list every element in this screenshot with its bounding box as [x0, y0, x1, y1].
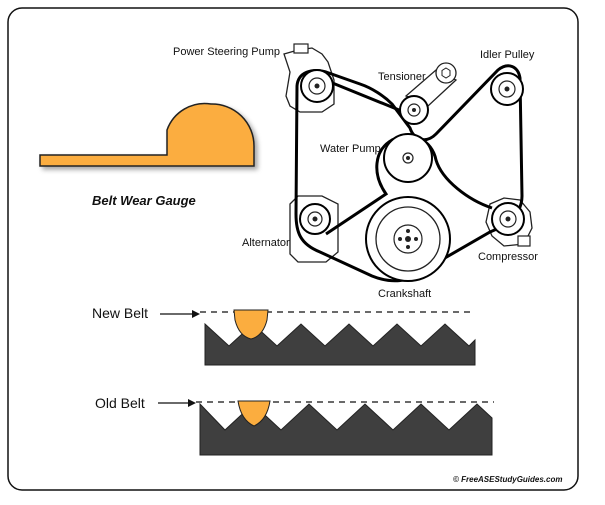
compressor-pulley: [491, 202, 525, 236]
label-idler-pulley: Idler Pulley: [480, 49, 535, 61]
copyright-text: © FreeASEStudyGuides.com: [453, 475, 562, 484]
old-belt-section: Old Belt: [95, 395, 494, 456]
label-tensioner: Tensioner: [378, 71, 426, 83]
label-alternator: Alternator: [242, 237, 290, 249]
belt-wear-gauge: [39, 102, 255, 167]
water-pump-pulley: [383, 133, 433, 183]
tensioner-bolt-icon: [441, 67, 451, 79]
serpentine-belt-outer: [294, 64, 524, 283]
gauge-label: Belt Wear Gauge: [92, 193, 196, 208]
compressor-nub: [517, 235, 531, 247]
new-belt-gauge-tip: [233, 309, 269, 340]
new-belt-profile: [204, 322, 476, 366]
label-power-steering-pump: Power Steering Pump: [173, 46, 280, 58]
label-compressor: Compressor: [478, 251, 538, 263]
gauge-shape: [39, 102, 255, 167]
crankshaft-pulley: [365, 196, 451, 282]
old-belt-gauge-tip: [237, 400, 271, 427]
idler-pulley: [490, 72, 524, 106]
power-steering-nub: [293, 43, 309, 54]
label-crankshaft: Crankshaft: [378, 288, 431, 300]
engine-layout: Power Steering Pump Idler Pulley Tension…: [173, 43, 538, 300]
label-water-pump: Water Pump: [320, 143, 381, 155]
new-belt-arrow-icon: [160, 310, 200, 318]
alternator-pulley: [299, 203, 331, 235]
old-belt-arrow-icon: [158, 399, 196, 407]
power-steering-pulley: [300, 69, 334, 103]
new-belt-label: New Belt: [92, 305, 148, 321]
tensioner-pulley: [399, 95, 429, 125]
old-belt-label: Old Belt: [95, 395, 145, 411]
new-belt-section: New Belt: [92, 305, 476, 366]
